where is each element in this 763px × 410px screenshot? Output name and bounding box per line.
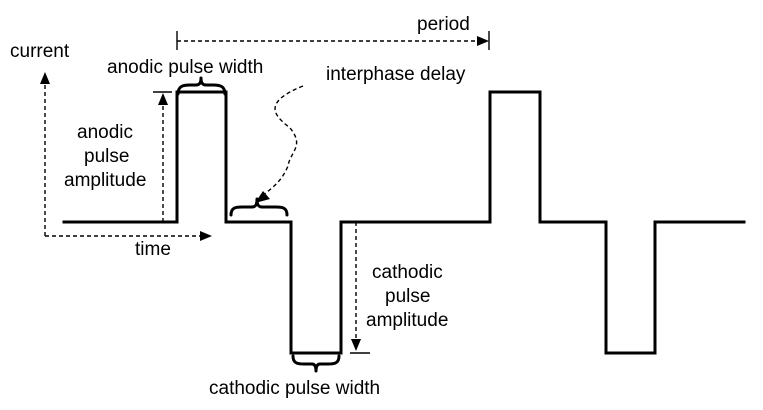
cathodic-amplitude-label-line-2: pulse <box>385 286 430 307</box>
pulse-waveform <box>62 90 746 355</box>
anodic-amplitude-label-line-1: anodic <box>77 122 133 143</box>
time-axis-label: time <box>135 239 171 260</box>
interphase-delay-label: interphase delay <box>326 64 466 85</box>
time-axis-arrowhead <box>200 231 212 241</box>
cathodic-pulse-width-brace <box>291 354 341 373</box>
anodic-pulse-width-label: anodic pulse width <box>107 57 263 78</box>
interphase-delay-pointer <box>261 85 304 197</box>
cathodic-pulse-width-label: cathodic pulse width <box>209 378 380 399</box>
current-axis-label: current <box>10 41 70 62</box>
interphase-delay-brace <box>229 197 289 217</box>
cathodic-amplitude-label-line-3: amplitude <box>366 310 448 331</box>
cathodic-amplitude-arrowhead <box>351 339 361 351</box>
current-axis-arrowhead <box>40 72 50 84</box>
anodic-pulse-width-brace <box>176 76 227 96</box>
period-label: period <box>417 14 470 35</box>
cathodic-amplitude-label-line-1: cathodic <box>372 262 443 283</box>
anodic-amplitude-label-line-2: pulse <box>84 146 129 167</box>
interphase-delay-arrowhead <box>255 191 270 203</box>
period-arrowhead <box>477 36 489 46</box>
anodic-amplitude-label-line-3: amplitude <box>64 170 146 191</box>
anodic-amplitude-arrowhead <box>158 93 168 105</box>
